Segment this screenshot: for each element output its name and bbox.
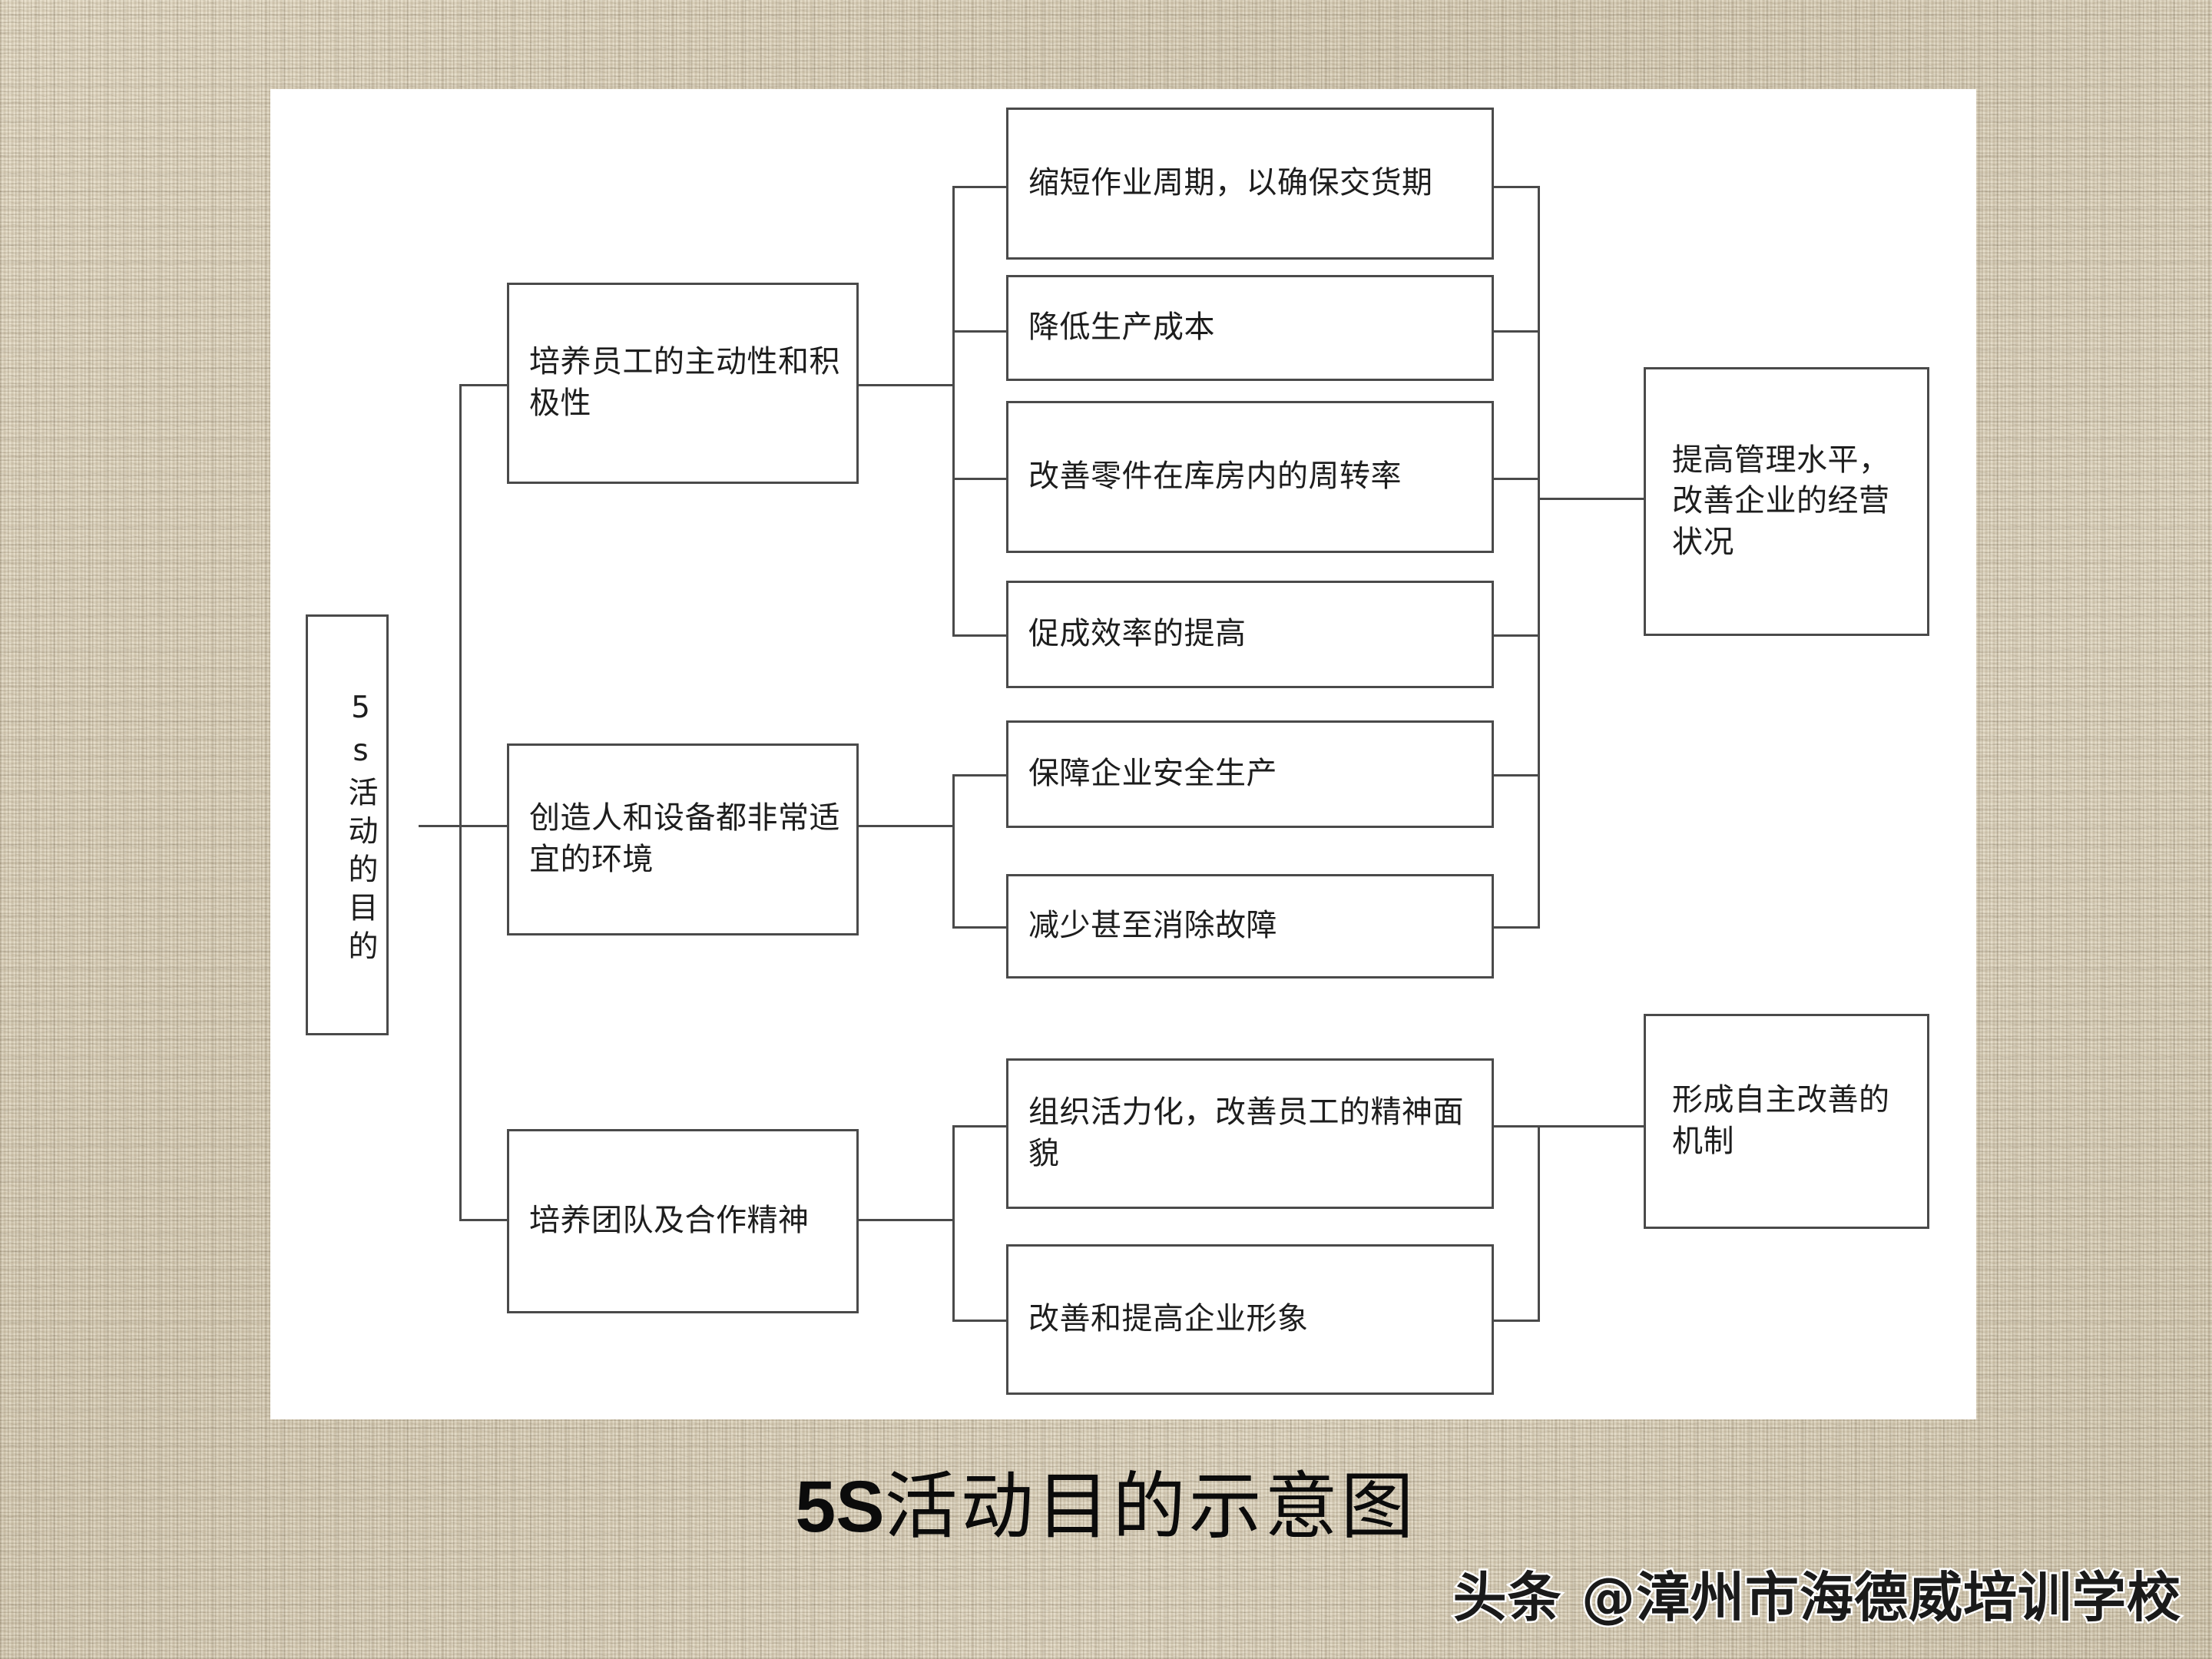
node-leaf-3-2-label: 改善和提高企业形象 [1028, 1301, 1309, 1337]
connector-branch1-out [859, 384, 955, 386]
node-leaf-1-1[interactable]: 缩短作业周期，以确保交货期 [1006, 108, 1494, 260]
connector-leaf2-right [1494, 330, 1540, 333]
node-leaf-1-4-label: 促成效率的提高 [1028, 616, 1247, 652]
watermark: 头条 @漳州市海德威培训学校 [1451, 1555, 2182, 1632]
connector-outcome1-bus [1538, 186, 1540, 928]
connector-leaf8-right [1494, 1320, 1540, 1322]
node-root-label: 5s活动的目的 [343, 690, 378, 969]
connector-leaf7-right [1494, 1125, 1540, 1128]
node-outcome-1-label: 提高管理水平，改善企业的经营状况 [1672, 442, 1890, 560]
connector-branch2-out [859, 825, 955, 827]
connector-leaf4-right [1494, 634, 1540, 637]
connector-branch1-stub [459, 384, 507, 386]
node-leaf-2-2-label: 减少甚至消除故障 [1028, 908, 1277, 944]
connector-leaf5-right [1494, 774, 1540, 777]
connector-b2-leaf2 [952, 926, 1006, 929]
node-branch-2-label: 创造人和设备都非常适宜的环境 [529, 800, 840, 877]
page-title: 5S活动目的示意图 [0, 1448, 2212, 1553]
node-leaf-1-2-label: 降低生产成本 [1028, 310, 1215, 346]
node-branch-2[interactable]: 创造人和设备都非常适宜的环境 [507, 743, 859, 935]
node-leaf-2-2[interactable]: 减少甚至消除故障 [1006, 874, 1494, 979]
connector-b3-leaf2 [952, 1320, 1006, 1322]
caption-rest: 活动目的示意图 [884, 1465, 1417, 1549]
node-leaf-3-1[interactable]: 组织活力化，改善员工的精神面貌 [1006, 1058, 1494, 1209]
connector-branch2-bus [952, 774, 955, 928]
node-leaf-2-1-label: 保障企业安全生产 [1028, 756, 1277, 792]
watermark-text: 头条 @漳州市海德威培训学校 [1451, 1565, 2182, 1631]
node-outcome-2[interactable]: 形成自主改善的机制 [1644, 1014, 1929, 1229]
node-leaf-2-1[interactable]: 保障企业安全生产 [1006, 720, 1494, 828]
node-branch-1-label: 培养员工的主动性和积极性 [529, 344, 840, 421]
connector-branch3-bus [952, 1125, 955, 1321]
connector-b2-leaf1 [952, 774, 1006, 777]
connector-b1-leaf1 [952, 186, 1006, 188]
connector-branch3-stub [459, 1219, 507, 1221]
node-leaf-1-2[interactable]: 降低生产成本 [1006, 275, 1494, 381]
connector-b1-leaf2 [952, 330, 1006, 333]
connector-branch2-stub [459, 825, 507, 827]
connector-branch3-out [859, 1219, 955, 1221]
connector-root-stub [419, 825, 461, 827]
node-leaf-1-3-label: 改善零件在库房内的周转率 [1028, 459, 1402, 495]
node-root[interactable]: 5s活动的目的 [306, 614, 389, 1035]
caption-lead: 5S [795, 1466, 885, 1548]
connector-outcome2-in [1538, 1125, 1644, 1128]
connector-branch1-bus [952, 186, 955, 634]
connector-level1-trunk [459, 384, 462, 1221]
connector-b1-leaf4 [952, 634, 1006, 637]
node-leaf-1-3[interactable]: 改善零件在库房内的周转率 [1006, 401, 1494, 553]
connector-b1-leaf3 [952, 478, 1006, 480]
node-leaf-1-1-label: 缩短作业周期，以确保交货期 [1028, 165, 1433, 201]
connector-leaf3-right [1494, 478, 1540, 480]
node-branch-3[interactable]: 培养团队及合作精神 [507, 1129, 859, 1313]
node-branch-3-label: 培养团队及合作精神 [529, 1203, 810, 1239]
connector-leaf1-right [1494, 186, 1540, 188]
node-branch-1[interactable]: 培养员工的主动性和积极性 [507, 283, 859, 484]
connector-outcome2-bus [1538, 1125, 1540, 1322]
node-leaf-3-2[interactable]: 改善和提高企业形象 [1006, 1244, 1494, 1395]
connector-b3-leaf1 [952, 1125, 1006, 1128]
connector-leaf6-right [1494, 926, 1540, 929]
node-leaf-1-4[interactable]: 促成效率的提高 [1006, 581, 1494, 688]
connector-outcome1-in [1538, 498, 1644, 500]
node-outcome-1[interactable]: 提高管理水平，改善企业的经营状况 [1644, 367, 1929, 636]
node-outcome-2-label: 形成自主改善的机制 [1672, 1082, 1890, 1159]
node-leaf-3-1-label: 组织活力化，改善员工的精神面貌 [1028, 1094, 1464, 1171]
